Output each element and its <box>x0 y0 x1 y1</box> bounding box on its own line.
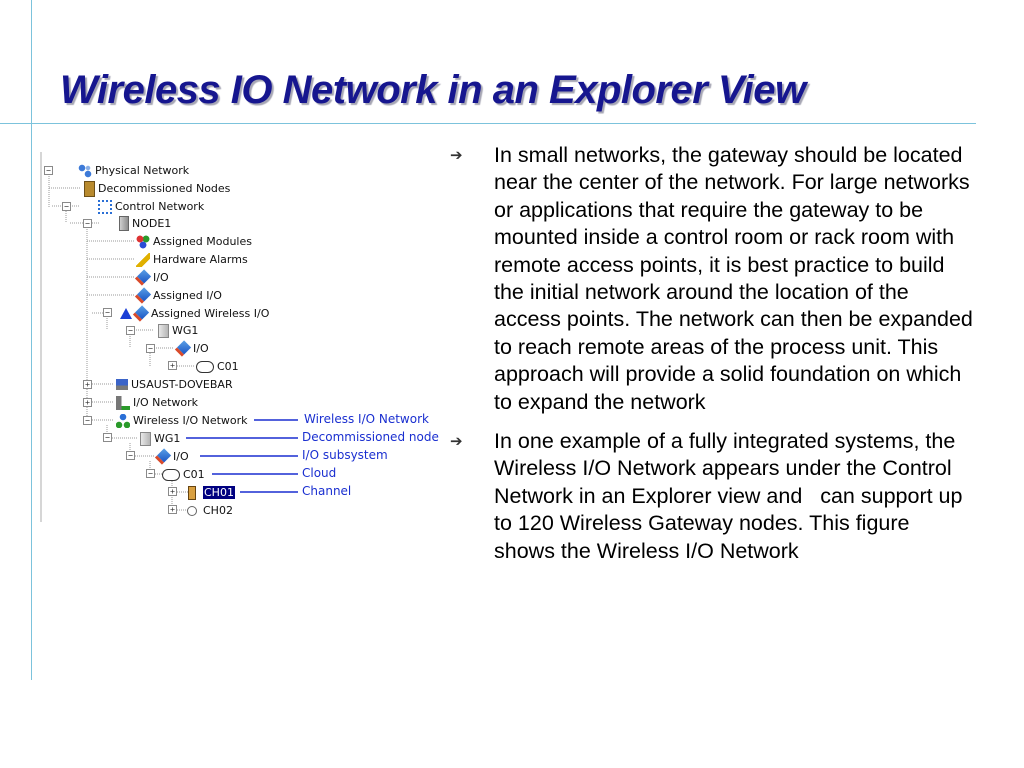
tree-node-label: C01 <box>217 360 239 373</box>
wireless-network-icon <box>116 413 130 428</box>
tree-node-label: Control Network <box>115 200 205 213</box>
wireless-io-icon <box>132 305 150 322</box>
gateway-icon <box>158 323 169 338</box>
io-icon <box>134 287 152 304</box>
arrow-bullet-icon: ➔ <box>450 433 463 451</box>
alarm-icon <box>136 252 150 267</box>
expander-physical-network[interactable] <box>44 166 53 175</box>
tree-node-io[interactable]: I/O <box>134 269 169 286</box>
tree-node-label: Decommissioned Nodes <box>98 182 231 195</box>
tree-node-physical-network[interactable]: Physical Network <box>78 162 189 179</box>
expander-ch02[interactable] <box>168 505 177 514</box>
io-icon <box>134 269 152 286</box>
gateway-icon <box>140 431 151 446</box>
callout-channel: Channel <box>302 484 352 498</box>
tree-node-assigned-modules[interactable]: Assigned Modules <box>136 233 252 250</box>
tree-node-label: NODE1 <box>132 217 172 230</box>
tree-node-decommissioned-nodes[interactable]: Decommissioned Nodes <box>82 180 230 197</box>
expander-wireless-io-network[interactable] <box>83 416 92 425</box>
tree-node-ch02[interactable]: CH02 <box>184 502 233 519</box>
tree-pane-edge <box>40 152 42 522</box>
expander-io[interactable] <box>146 344 155 353</box>
modules-icon <box>136 234 150 249</box>
callout-decommissioned-node: Decommissioned node <box>302 430 439 444</box>
arrow-bullet-icon: ➔ <box>450 147 463 164</box>
tree-node-label: USAUST-DOVEBAR <box>131 378 233 391</box>
tree-node-label: Assigned Wireless I/O <box>151 307 270 320</box>
expander-c01-wireless[interactable] <box>146 469 155 478</box>
tree-node-label: Assigned Modules <box>153 235 252 248</box>
channel-icon <box>187 505 197 516</box>
expander-io-wireless[interactable] <box>126 451 135 460</box>
tree-node-wireless-io-network[interactable]: Wireless I/O Network <box>116 412 248 429</box>
tree-node-c01[interactable]: C01 <box>196 358 239 375</box>
expander-assigned-wireless-io[interactable] <box>103 308 112 317</box>
tree-node-label: Hardware Alarms <box>153 253 248 266</box>
tree-node-assigned-io[interactable]: Assigned I/O <box>134 287 222 304</box>
io-icon <box>154 448 172 465</box>
tree-node-ch01[interactable]: CH01 <box>184 484 235 501</box>
tree-node-label: I/O <box>173 450 189 463</box>
cloud-icon <box>196 360 214 373</box>
title-rule <box>0 123 976 124</box>
bullet-item: ➔ In small networks, the gateway should … <box>450 142 990 416</box>
tree-node-io-wireless[interactable]: I/O <box>154 448 189 465</box>
cloud-icon <box>162 468 180 481</box>
tree-node-label: C01 <box>183 468 205 481</box>
slide-title: Wireless IO Network in an Explorer View <box>60 68 806 112</box>
tree-node-label: I/O Network <box>133 396 199 409</box>
workstation-icon <box>116 379 128 390</box>
expander-usaust-dovebar[interactable] <box>83 380 92 389</box>
tree-node-label: Physical Network <box>95 164 190 177</box>
wireless-triangle-icon <box>120 308 132 319</box>
tree-node-label: Wireless I/O Network <box>133 414 248 427</box>
tree-node-label-selected: CH01 <box>203 486 235 499</box>
tree-node-usaust-dovebar[interactable]: USAUST-DOVEBAR <box>116 376 233 393</box>
tree-node-label: I/O <box>193 342 209 355</box>
expander-control-network[interactable] <box>62 202 71 211</box>
expander-wg1-wireless[interactable] <box>103 433 112 442</box>
bullet-text: In one example of a fully integrated sys… <box>494 429 969 563</box>
tree-node-label: WG1 <box>172 324 199 337</box>
tree-node-wg1-wireless[interactable]: WG1 <box>138 430 180 447</box>
tree-node-label: I/O <box>153 271 169 284</box>
callout-wireless-io-network: Wireless I/O Network <box>304 412 429 426</box>
tree-node-node1[interactable]: NODE1 <box>116 215 171 232</box>
decommissioned-icon <box>84 180 95 197</box>
tree-node-hardware-alarms[interactable]: Hardware Alarms <box>136 251 248 268</box>
control-network-icon <box>98 199 112 214</box>
tree-node-c01-wireless[interactable]: C01 <box>162 466 205 483</box>
io-network-icon <box>116 395 130 410</box>
controller-icon <box>119 216 129 231</box>
bullet-item: ➔ In one example of a fully integrated s… <box>450 428 990 565</box>
tree-node-wg1[interactable]: WG1 <box>156 322 198 339</box>
channel-icon <box>188 485 196 500</box>
explorer-tree: Physical Network Decommissioned Nodes Co… <box>40 152 452 524</box>
tree-node-label: Assigned I/O <box>153 289 222 302</box>
tree-node-control-network[interactable]: Control Network <box>98 198 204 215</box>
expander-ch01[interactable] <box>168 487 177 496</box>
callout-io-subsystem: I/O subsystem <box>302 448 388 462</box>
bullet-list: ➔ In small networks, the gateway should … <box>450 142 990 577</box>
expander-io-network[interactable] <box>83 398 92 407</box>
tree-node-io-assigned[interactable]: I/O <box>174 340 209 357</box>
network-icon <box>78 163 92 178</box>
bullet-text: In small networks, the gateway should be… <box>494 143 979 414</box>
callout-cloud: Cloud <box>302 466 337 480</box>
expander-node1[interactable] <box>83 219 92 228</box>
tree-node-io-network[interactable]: I/O Network <box>116 394 198 411</box>
expander-c01[interactable] <box>168 361 177 370</box>
tree-node-label: WG1 <box>154 432 181 445</box>
tree-node-assigned-wireless-io[interactable]: Assigned Wireless I/O <box>120 305 269 322</box>
tree-node-label: CH02 <box>203 504 233 517</box>
io-icon <box>174 340 192 357</box>
expander-wg1[interactable] <box>126 326 135 335</box>
left-rule <box>31 0 32 680</box>
